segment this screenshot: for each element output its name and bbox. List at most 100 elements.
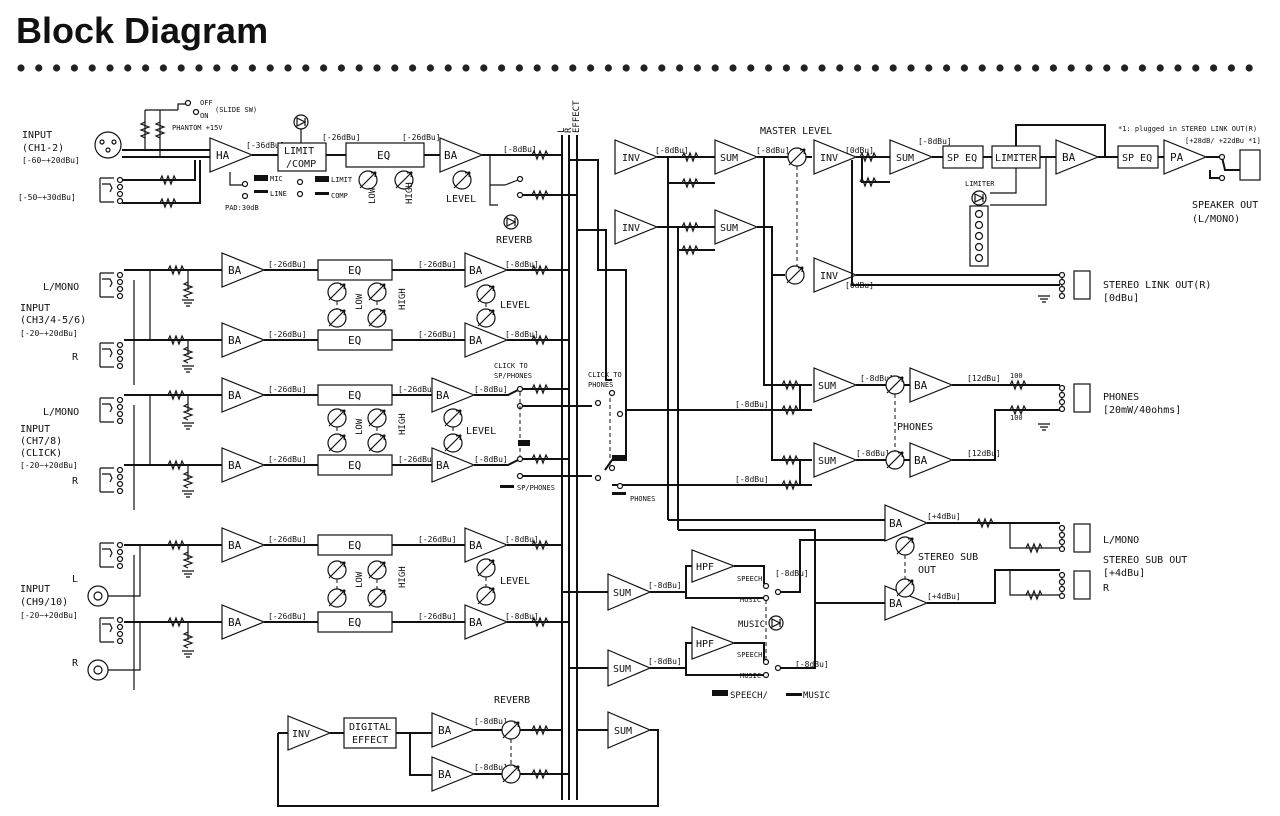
sub-knob-l[interactable]: [895, 536, 915, 556]
ch78-low: LOW: [355, 418, 365, 435]
divider-dot: [1014, 64, 1022, 72]
ph-lv1: [-8dBu]: [735, 400, 769, 409]
divider-dot: [765, 64, 773, 72]
rca-jack-l-icon[interactable]: [87, 585, 109, 607]
divider-dot: [729, 64, 737, 72]
divider-dot: [498, 64, 506, 72]
divider-dot: [17, 64, 25, 72]
ch12-low-knob[interactable]: [358, 170, 378, 190]
ch12-label: INPUT: [22, 130, 52, 141]
master-level-knob-l[interactable]: [787, 147, 807, 167]
line-label: LINE: [270, 190, 287, 198]
ch36-label: INPUT: [20, 303, 50, 314]
divider-dot: [711, 64, 719, 72]
ch9-eq: EQ: [348, 539, 361, 552]
ch3-ba1: BA: [228, 264, 242, 277]
ch12-level-knob[interactable]: [452, 170, 472, 190]
sub-label-a: STEREO SUB: [918, 552, 978, 563]
divider-dot: [693, 64, 702, 72]
phones-knob-l[interactable]: [885, 375, 905, 395]
sub-knob-r[interactable]: [895, 578, 915, 598]
phones-knob-r[interactable]: [885, 450, 905, 470]
note-label: *1: plugged in STEREO LINK OUT(R): [1118, 125, 1257, 133]
divider-dot: [195, 64, 203, 72]
ch36-level: LEVEL: [500, 300, 530, 311]
limit-switch-icon[interactable]: [315, 176, 329, 182]
ch78-click: (CLICK): [20, 448, 62, 459]
divider-dot: [640, 64, 648, 72]
master-level-knob-r[interactable]: [785, 265, 805, 285]
sm-8c: [-8dBu]: [775, 569, 809, 578]
divider-dot: [996, 64, 1004, 72]
divider-dot: [604, 64, 613, 72]
ch9-8: [-8dBu]: [505, 535, 539, 544]
bus-lines: L R EFFECT: [557, 100, 582, 800]
sub-p4a: [+4dBu]: [927, 512, 961, 521]
divider-dot: [818, 64, 826, 72]
music-led-label: MUSIC: [738, 620, 765, 630]
limit-comp-block: [277, 142, 327, 172]
sub-jack-r[interactable]: [1058, 570, 1091, 600]
phone-jack-ch1[interactable]: [99, 176, 124, 205]
ch12-level-label: LEVEL: [446, 194, 476, 205]
master-section: INV INV [-8dBu] SUM SUM MASTER LEVEL [-8…: [562, 124, 1261, 701]
line-switch-icon[interactable]: [254, 190, 268, 193]
channel-3-6: L/MONO INPUT (CH3/4-5/6) [-20~+20dBu] R …: [20, 252, 569, 385]
divider-dot: [1049, 64, 1057, 72]
m-sum2: SUM: [720, 223, 738, 234]
phantom-switch-off[interactable]: [184, 99, 192, 107]
divider-dot: [177, 64, 185, 72]
limit-label: LIMIT: [284, 146, 314, 157]
phone-jack-ch7[interactable]: [99, 396, 124, 425]
m-inv1: INV: [622, 153, 640, 164]
divider-dot: [889, 64, 897, 72]
divider-dot: [533, 64, 541, 72]
divider-dot: [462, 64, 470, 72]
comp-switch-icon[interactable]: [315, 192, 329, 195]
ch910-level: LEVEL: [500, 576, 530, 587]
eff-inv: INV: [292, 729, 310, 740]
speaker-out-jack[interactable]: [1239, 149, 1261, 181]
ch36-low: LOW: [355, 293, 365, 310]
phantom-on-label: ON: [200, 112, 208, 120]
phone-jack-ch9[interactable]: [99, 541, 124, 570]
phone-jack-ch4[interactable]: [99, 341, 124, 370]
ch12-number: (CH1-2): [22, 143, 64, 154]
divider-dot: [159, 64, 167, 72]
divider-dot: [1067, 64, 1075, 72]
ch78-number: (CH7/8): [20, 436, 62, 447]
phones-out-lv: [20mW/40ohms]: [1103, 405, 1181, 416]
m-sum1: SUM: [720, 153, 738, 164]
limiter-led-icon: [971, 190, 987, 206]
divider-dot: [676, 64, 684, 72]
divider-dot: [320, 64, 328, 72]
speaker-out-label: SPEAKER OUT: [1192, 200, 1258, 211]
divider-dot: [231, 64, 239, 72]
phones-jack[interactable]: [1058, 383, 1091, 413]
click-to-sp-label2: SP/PHONES: [494, 372, 532, 380]
ch12-26dbu-b: [-26dBu]: [402, 133, 441, 142]
phone-jack-ch3[interactable]: [99, 271, 124, 300]
mic-switch-icon[interactable]: [254, 175, 268, 181]
stereo-link-jack[interactable]: [1058, 270, 1091, 300]
divider-dot: [409, 64, 417, 72]
effect-section: INV DIGITAL EFFECT BA BA [-8dBu] [-8dBu]…: [277, 695, 659, 807]
ch910-label: INPUT: [20, 584, 50, 595]
ch78-r-label: R: [72, 476, 79, 487]
stereo-link-lv: [0dBu]: [1103, 293, 1139, 304]
ch910-high: HIGH: [398, 566, 408, 588]
divider-dot: [142, 64, 150, 72]
divider-dot: [213, 64, 221, 72]
eff-sum: SUM: [614, 726, 632, 737]
ch12-36dbu: [-36dBu]: [246, 141, 285, 150]
ch910-r-label: R: [72, 658, 79, 669]
ch4-26a: [-26dBu]: [268, 330, 307, 339]
phone-jack-ch10[interactable]: [99, 616, 124, 645]
click-to-sp-label: CLICK TO: [494, 362, 528, 370]
rca-jack-r-icon[interactable]: [87, 659, 109, 681]
sub-jack-l[interactable]: [1058, 523, 1091, 553]
phantom-switch-on[interactable]: [192, 108, 200, 116]
xlr-input-icon[interactable]: [94, 131, 122, 159]
divider-dot: [391, 64, 399, 72]
phone-jack-ch8[interactable]: [99, 466, 124, 495]
